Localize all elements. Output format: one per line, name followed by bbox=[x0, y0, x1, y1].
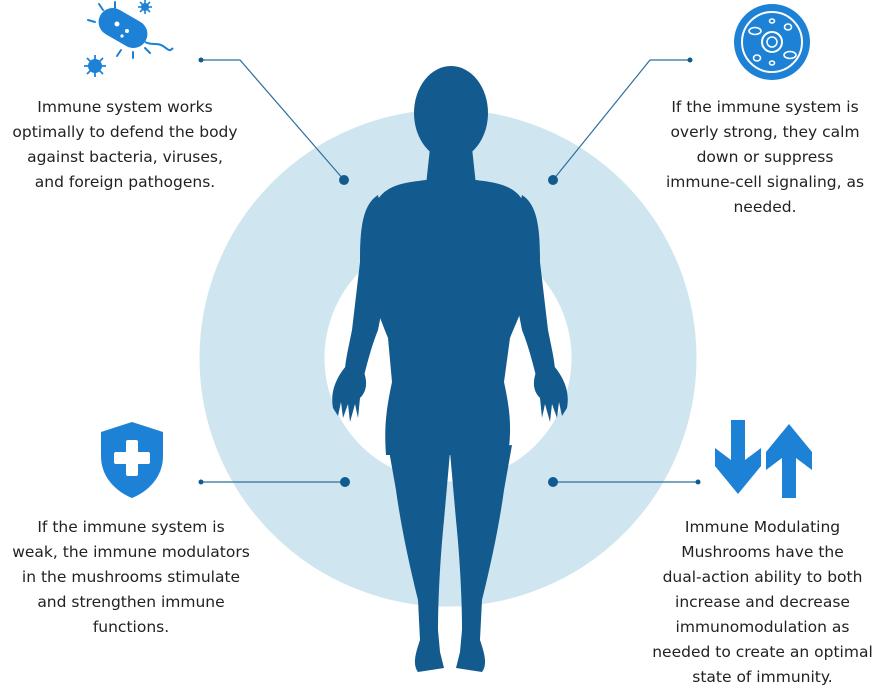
human-silhouette bbox=[332, 66, 568, 672]
up-down-arrows-icon bbox=[715, 420, 812, 498]
caption-bottom-left: If the immune system is weak, the immune… bbox=[12, 518, 250, 636]
connector-top-left bbox=[201, 59, 345, 181]
connector-dots bbox=[198, 57, 701, 487]
connector-lines bbox=[201, 59, 698, 483]
caption-top-right: If the immune system is overly strong, t… bbox=[665, 98, 865, 216]
bacteria-virus-icon bbox=[84, 0, 174, 77]
caption-top-left: Immune system works optimally to defend … bbox=[12, 98, 238, 191]
caption-bottom-right: Immune Modulating Mushrooms have the dua… bbox=[652, 518, 873, 686]
cell-icon bbox=[734, 4, 810, 80]
connector-top-right bbox=[552, 59, 690, 181]
shield-plus-icon bbox=[101, 422, 163, 498]
